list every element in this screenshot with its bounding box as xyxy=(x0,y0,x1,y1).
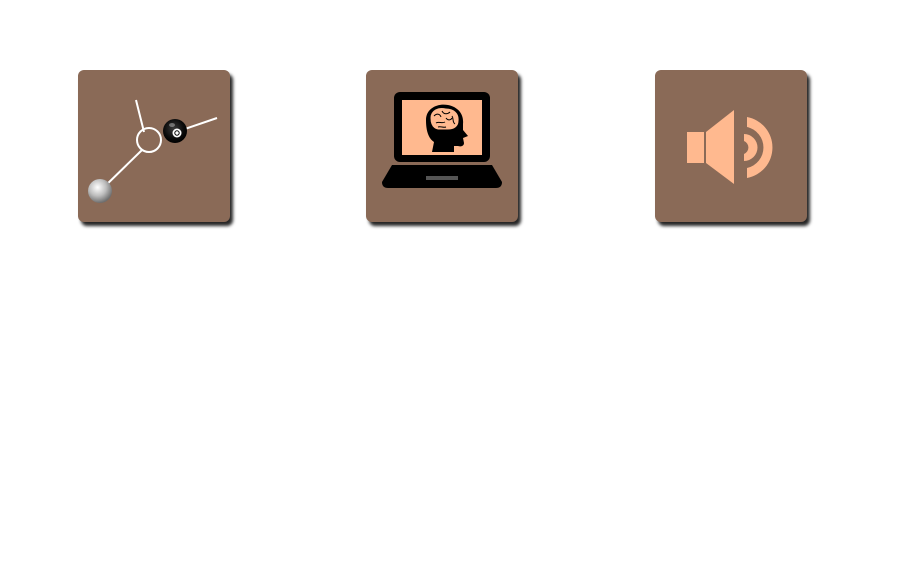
speaker-sound-icon xyxy=(687,110,773,184)
laptop-brain-tile-button[interactable] xyxy=(366,70,518,222)
laptop-brain-icon xyxy=(382,92,502,188)
speaker-tile-button[interactable] xyxy=(655,70,807,222)
billiards-tile-button[interactable] xyxy=(78,70,230,222)
billiards-shot-icon xyxy=(88,99,218,203)
